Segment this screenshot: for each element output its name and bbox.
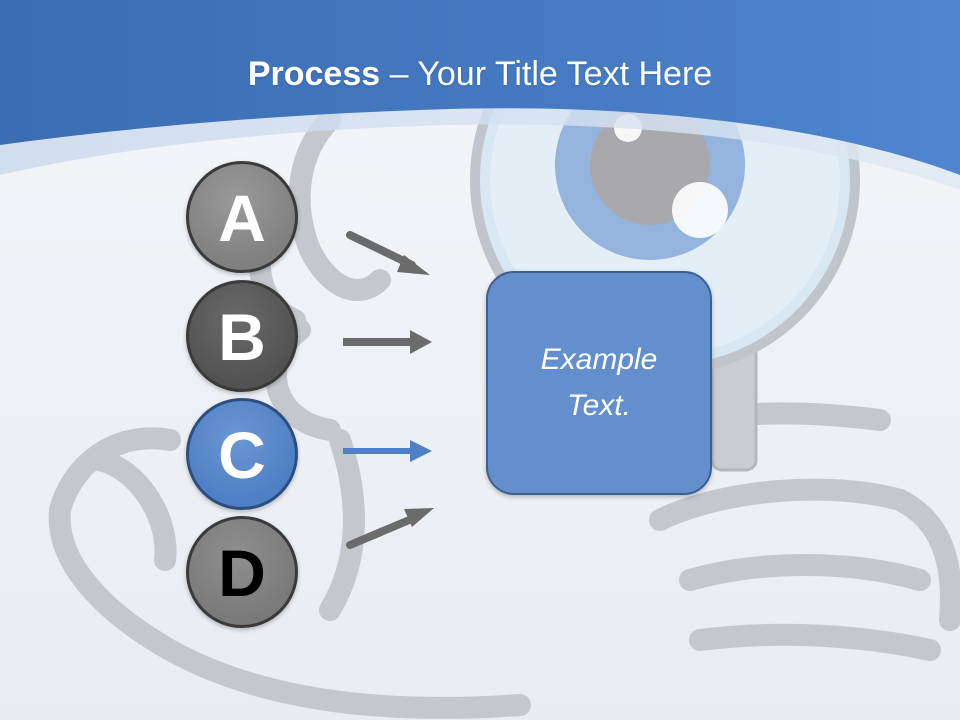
title-rest: – Your Title Text Here — [380, 55, 713, 93]
example-text-box: Example Text. — [486, 271, 712, 495]
title-bold: Process — [247, 55, 381, 93]
arrow-d-icon — [346, 508, 434, 549]
step-circle-d: D — [186, 516, 298, 628]
example-text: Example Text. — [540, 343, 658, 422]
step-circle-b: B — [186, 280, 298, 392]
slide-title: Process – Your Title Text Here — [0, 52, 960, 96]
step-letter-b: B — [218, 300, 266, 374]
step-letter-d: D — [218, 536, 266, 610]
arrow-c-icon — [343, 440, 432, 462]
arrow-b-icon — [343, 330, 432, 354]
arrow-a-icon — [346, 231, 430, 275]
step-letter-c: C — [218, 418, 266, 492]
step-letter-a: A — [218, 181, 266, 255]
step-circle-a: A — [186, 161, 298, 273]
step-circle-c: C — [186, 398, 298, 510]
